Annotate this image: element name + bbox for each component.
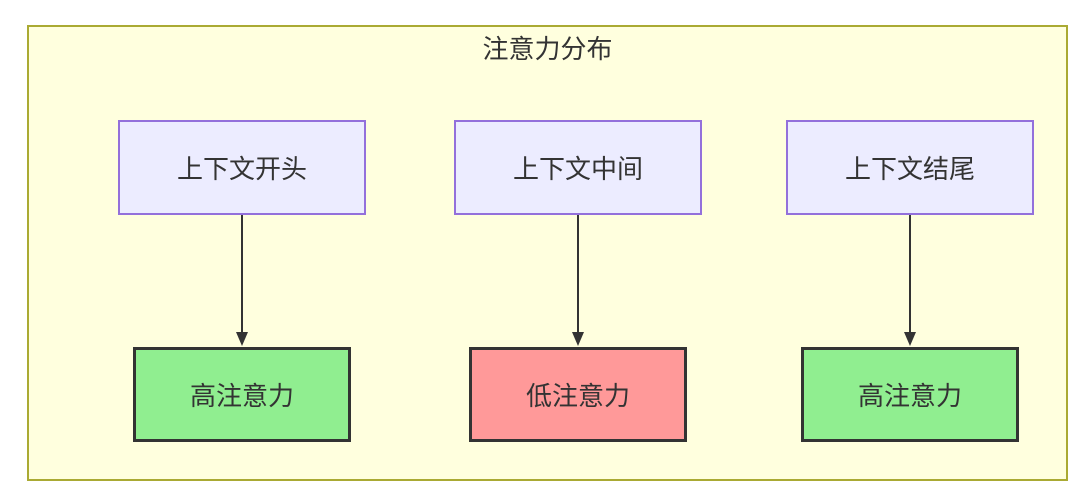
- arrow-down-connector: [236, 215, 248, 346]
- target-node-high-attention: 高注意力: [801, 347, 1019, 442]
- diagram-title: 注意力分布: [482, 34, 613, 64]
- target-node-low-attention: 低注意力: [469, 347, 687, 442]
- source-node-label: 上下文开头: [176, 154, 307, 184]
- target-node-label: 低注意力: [525, 381, 630, 411]
- source-node-context-start: 上下文开头: [118, 120, 366, 215]
- source-node-context-end: 上下文结尾: [786, 120, 1034, 215]
- target-node-high-attention: 高注意力: [133, 347, 351, 442]
- source-node-label: 上下文中间: [512, 154, 643, 184]
- attention-distribution-container: 注意力分布 上下文开头 高注意力 上下文中间 低注意力 上下文结尾: [27, 25, 1068, 481]
- target-node-label: 高注意力: [189, 381, 294, 411]
- arrow-down-connector: [572, 215, 584, 346]
- target-node-label: 高注意力: [857, 381, 962, 411]
- source-node-context-middle: 上下文中间: [454, 120, 702, 215]
- arrow-down-connector: [904, 215, 916, 346]
- source-node-label: 上下文结尾: [844, 154, 975, 184]
